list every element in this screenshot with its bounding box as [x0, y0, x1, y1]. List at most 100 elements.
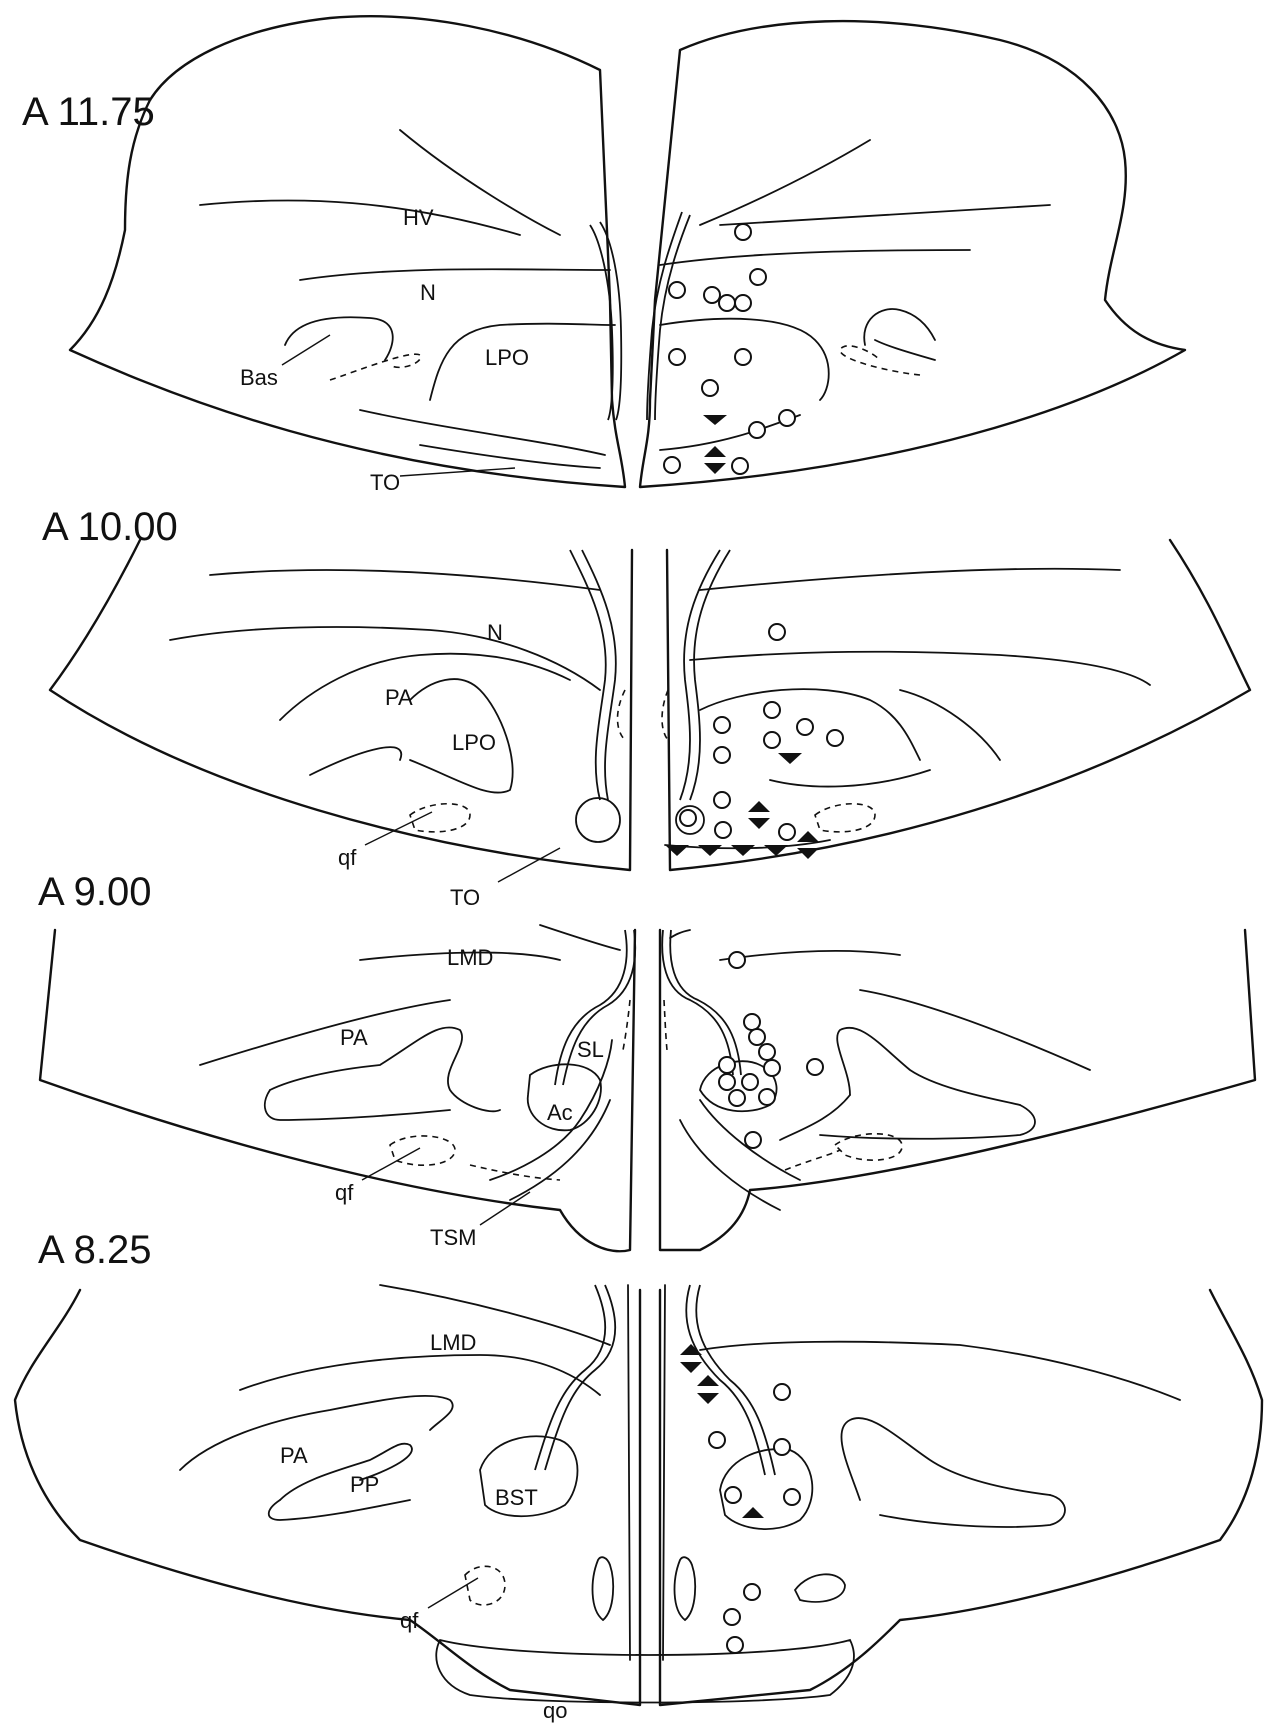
triangle-down-marker	[665, 845, 689, 856]
label-lmd: LMD	[430, 1330, 476, 1355]
triangle-down-marker	[797, 848, 819, 859]
triangle-up-marker	[748, 801, 770, 812]
open-circle-marker	[729, 952, 745, 968]
label-sl: SL	[577, 1037, 604, 1062]
label-lmd: LMD	[447, 945, 493, 970]
lamina-line	[310, 747, 401, 775]
open-circle-marker	[759, 1044, 775, 1060]
open-circle-marker	[702, 380, 718, 396]
open-circle-marker	[749, 422, 765, 438]
lamina-line	[700, 1342, 1180, 1400]
pa-boundary	[880, 1495, 1065, 1527]
open-circle-marker	[784, 1489, 800, 1505]
open-circle-marker	[704, 287, 720, 303]
left-hemisphere-outline	[70, 16, 625, 487]
open-circle-marker	[745, 1132, 761, 1148]
label-lpo: LPO	[485, 345, 529, 370]
open-circle-marker	[774, 1439, 790, 1455]
section-title: A 9.00	[38, 870, 151, 914]
open-circle-marker	[732, 458, 748, 474]
open-circle-marker	[729, 1090, 745, 1106]
label-pa: PA	[340, 1025, 368, 1050]
open-circle-marker	[714, 717, 730, 733]
qf-region	[795, 1574, 845, 1602]
open-circle-marker	[797, 719, 813, 735]
open-circle-marker	[709, 1432, 725, 1448]
lamina-line	[670, 930, 690, 938]
triangle-down-marker	[748, 818, 770, 829]
bas-dashed	[840, 346, 920, 375]
label-qf: qf	[335, 1180, 354, 1205]
open-circle-marker	[769, 624, 785, 640]
fiber-tract	[535, 1285, 605, 1470]
label-to: TO	[450, 885, 480, 910]
leader-line	[480, 1192, 530, 1225]
lamina-line	[540, 925, 620, 950]
section-title: A 8.25	[38, 1228, 151, 1272]
label-tsm: TSM	[430, 1225, 476, 1250]
lamina-line	[200, 1000, 450, 1065]
lamina-line	[700, 569, 1120, 590]
triangle-up-marker	[680, 1344, 702, 1355]
qf-dashed	[815, 804, 875, 832]
lamina-line	[210, 570, 600, 590]
lamina-line	[380, 1285, 610, 1345]
lamina-line	[360, 410, 605, 455]
section-a1000: A 10.00 N PA LPO qf TO	[42, 505, 1250, 910]
pa-boundary	[820, 1105, 1035, 1139]
open-circle-marker	[750, 269, 766, 285]
section-title: A 10.00	[42, 505, 178, 549]
pa-boundary	[180, 1396, 453, 1470]
qf-dashed	[390, 1136, 455, 1165]
open-circle-marker	[764, 702, 780, 718]
triangle-up-marker	[704, 446, 726, 457]
lamina-line	[240, 1355, 600, 1395]
pa-boundary	[270, 1027, 500, 1111]
qo-tract	[436, 1640, 854, 1703]
left-hemisphere-outline	[50, 540, 632, 870]
section-a900: A 9.00 LMD PA SL	[38, 870, 1255, 1251]
label-lpo: LPO	[452, 730, 496, 755]
open-circle-marker	[735, 349, 751, 365]
lamina-line	[170, 627, 600, 690]
fiber-tract	[686, 1285, 765, 1475]
fiber-tract	[647, 212, 682, 420]
pa-boundary	[837, 1028, 1020, 1105]
section-title: A 11.75	[22, 90, 155, 134]
open-circle-marker	[714, 792, 730, 808]
triangle-down-marker	[698, 845, 722, 856]
lamina-line	[875, 340, 935, 360]
lamina-line	[770, 770, 930, 787]
open-circle-marker	[715, 822, 731, 838]
open-circle-marker	[779, 410, 795, 426]
open-circle-marker	[725, 1487, 741, 1503]
dashed-line	[664, 1000, 667, 1050]
dashed-line	[662, 690, 668, 740]
open-circle-marker	[749, 1029, 765, 1045]
triangle-down-marker	[697, 1393, 719, 1404]
triangle-down-marker	[703, 415, 727, 425]
leader-line	[282, 335, 330, 365]
lamina-line	[720, 205, 1050, 225]
lamina-line	[300, 269, 610, 280]
label-qf: qf	[400, 1608, 419, 1633]
lamina-line	[860, 990, 1090, 1070]
open-circle-marker	[719, 1057, 735, 1073]
triangle-up-marker	[797, 831, 819, 842]
left-hemisphere-outline	[15, 1290, 640, 1705]
open-circle-marker	[759, 1089, 775, 1105]
pa-boundary	[280, 654, 570, 720]
open-circle-marker	[774, 1384, 790, 1400]
open-circle-marker	[779, 824, 795, 840]
open-circle-marker	[727, 1637, 743, 1653]
open-circle-marker	[744, 1584, 760, 1600]
open-circle-marker	[680, 810, 696, 826]
triangle-up-marker	[742, 1507, 764, 1518]
lamina-line	[720, 951, 900, 960]
ovoid-structure	[593, 1557, 614, 1620]
label-pp: PP	[350, 1472, 379, 1497]
open-circle-marker	[735, 295, 751, 311]
triangle-down-marker	[778, 753, 802, 764]
open-circle-marker	[742, 1074, 758, 1090]
